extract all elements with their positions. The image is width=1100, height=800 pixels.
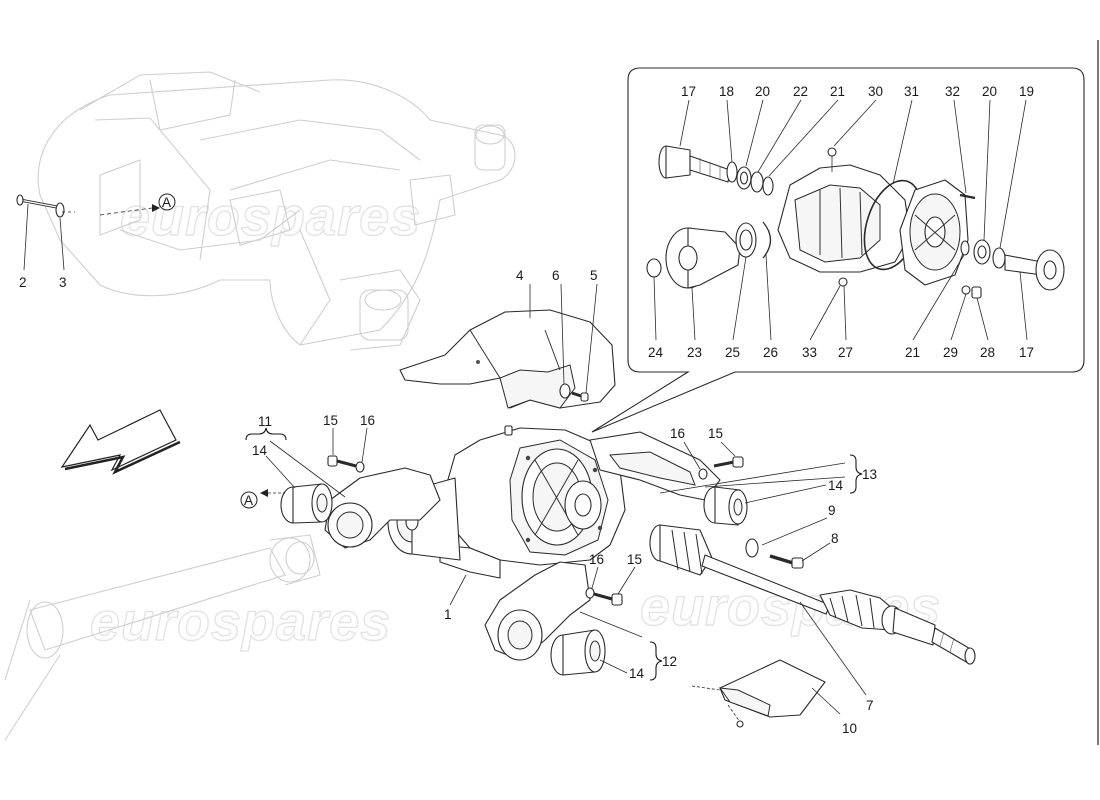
callout-1: 1 bbox=[444, 607, 452, 622]
plug-29 bbox=[961, 285, 971, 295]
rear-subframe-ghost bbox=[37, 71, 516, 351]
circlip-21-left bbox=[762, 176, 774, 196]
bush-14-left bbox=[280, 483, 333, 524]
svg-text:A: A bbox=[244, 493, 253, 508]
bolt-5 bbox=[571, 391, 589, 402]
callout-2: 2 bbox=[19, 275, 27, 290]
callout-16-right: 16 bbox=[670, 426, 685, 441]
inset-callout-18: 18 bbox=[719, 84, 734, 99]
bolt-8 bbox=[769, 554, 804, 569]
front-direction-arrow bbox=[60, 409, 177, 472]
inset-callout-32: 32 bbox=[945, 84, 960, 99]
callout-10: 10 bbox=[842, 721, 857, 736]
washer-16-lower bbox=[585, 587, 595, 599]
callout-8: 8 bbox=[831, 531, 839, 546]
callout-3: 3 bbox=[59, 275, 67, 290]
washer-16-right bbox=[698, 468, 708, 480]
bolt-15-left bbox=[327, 455, 357, 468]
callout-16-lower: 16 bbox=[589, 552, 604, 567]
inset-callout-23: 23 bbox=[687, 345, 702, 360]
inset-top-callouts: 17 18 20 22 21 30 31 32 20 19 bbox=[681, 84, 1034, 99]
mount-bracket-11 bbox=[324, 467, 441, 549]
inset-callout-29: 29 bbox=[943, 345, 958, 360]
nut-24 bbox=[646, 258, 662, 278]
callout-14-left: 14 bbox=[252, 443, 268, 458]
inset-callout-17-top: 17 bbox=[681, 84, 696, 99]
inset-callout-26: 26 bbox=[763, 345, 778, 360]
bolt-32 bbox=[959, 193, 976, 200]
detail-marker-a-bottom: A bbox=[240, 489, 285, 509]
callout-15-right: 15 bbox=[708, 426, 723, 441]
brace-11 bbox=[245, 427, 287, 441]
callout-12: 12 bbox=[662, 654, 677, 669]
inset-bottom-callouts: 24 23 25 26 33 27 21 29 28 17 bbox=[648, 345, 1034, 360]
inset-leaders bbox=[653, 99, 1028, 341]
inset-callout-31: 31 bbox=[904, 84, 919, 99]
inset-callout-20-right: 20 bbox=[982, 84, 997, 99]
inset-callout-24: 24 bbox=[648, 345, 664, 360]
callout-6: 6 bbox=[552, 268, 560, 283]
shield-10 bbox=[691, 659, 826, 728]
callout-13: 13 bbox=[862, 467, 877, 482]
seal-18 bbox=[726, 161, 738, 183]
callout-15-left: 15 bbox=[323, 413, 338, 428]
inset-callout-21-bottom: 21 bbox=[905, 345, 920, 360]
callout-11: 11 bbox=[258, 414, 272, 429]
brace-13 bbox=[849, 454, 863, 494]
bolt-15-right bbox=[713, 456, 744, 468]
callout-16-left: 16 bbox=[360, 413, 375, 428]
watermark-bottom-left: eurospares bbox=[90, 592, 391, 652]
bolt-2 bbox=[16, 194, 63, 210]
differential-1 bbox=[387, 425, 721, 579]
inset-panel: 17 18 20 22 21 30 31 32 20 19 24 23 25 2… bbox=[591, 67, 1085, 433]
callout-9: 9 bbox=[828, 503, 836, 518]
flange-23 bbox=[665, 227, 741, 289]
bolt-15-lower bbox=[593, 592, 623, 606]
brace-12 bbox=[649, 641, 663, 681]
washer-3 bbox=[55, 202, 65, 218]
circlip-21-right bbox=[960, 240, 970, 256]
propshaft-ghost bbox=[4, 534, 321, 741]
callout-7: 7 bbox=[866, 698, 874, 713]
half-shaft-7 bbox=[649, 524, 976, 665]
seal-19 bbox=[992, 247, 1006, 269]
stub-shaft-17-right bbox=[1004, 249, 1065, 291]
callout-4: 4 bbox=[516, 268, 524, 283]
callout-14-lower: 14 bbox=[629, 666, 645, 681]
inset-callout-22: 22 bbox=[793, 84, 808, 99]
diff-cover-inset bbox=[899, 179, 969, 286]
inset-callout-20-left: 20 bbox=[755, 84, 770, 99]
ring-26 bbox=[762, 221, 772, 259]
inset-callout-17-bottom: 17 bbox=[1019, 345, 1034, 360]
plug-28 bbox=[971, 286, 982, 299]
diff-housing-inset bbox=[777, 147, 911, 273]
bush-14-right bbox=[703, 486, 748, 526]
inset-callout-25: 25 bbox=[725, 345, 740, 360]
inset-callout-21-top: 21 bbox=[830, 84, 845, 99]
plug-33 bbox=[838, 277, 848, 287]
heat-shield-4 bbox=[399, 309, 616, 409]
inset-callout-28: 28 bbox=[980, 345, 995, 360]
inset-callout-30: 30 bbox=[868, 84, 883, 99]
inset-callout-19: 19 bbox=[1019, 84, 1034, 99]
bush-14-lower bbox=[550, 629, 606, 676]
callout-5: 5 bbox=[590, 268, 598, 283]
washer-16-left bbox=[355, 461, 365, 473]
stub-shaft-17-left bbox=[658, 145, 731, 183]
mount-bracket-12 bbox=[484, 561, 591, 661]
callout-15-lower: 15 bbox=[627, 552, 642, 567]
circlip-9 bbox=[745, 538, 759, 558]
shim-22 bbox=[750, 171, 764, 193]
inset-callout-33: 33 bbox=[802, 345, 817, 360]
svg-text:A: A bbox=[162, 195, 171, 210]
inset-callout-27: 27 bbox=[838, 345, 853, 360]
callout-14-right: 14 bbox=[828, 478, 844, 493]
washer-6 bbox=[559, 383, 571, 399]
detail-marker-a-top: A bbox=[99, 193, 176, 216]
